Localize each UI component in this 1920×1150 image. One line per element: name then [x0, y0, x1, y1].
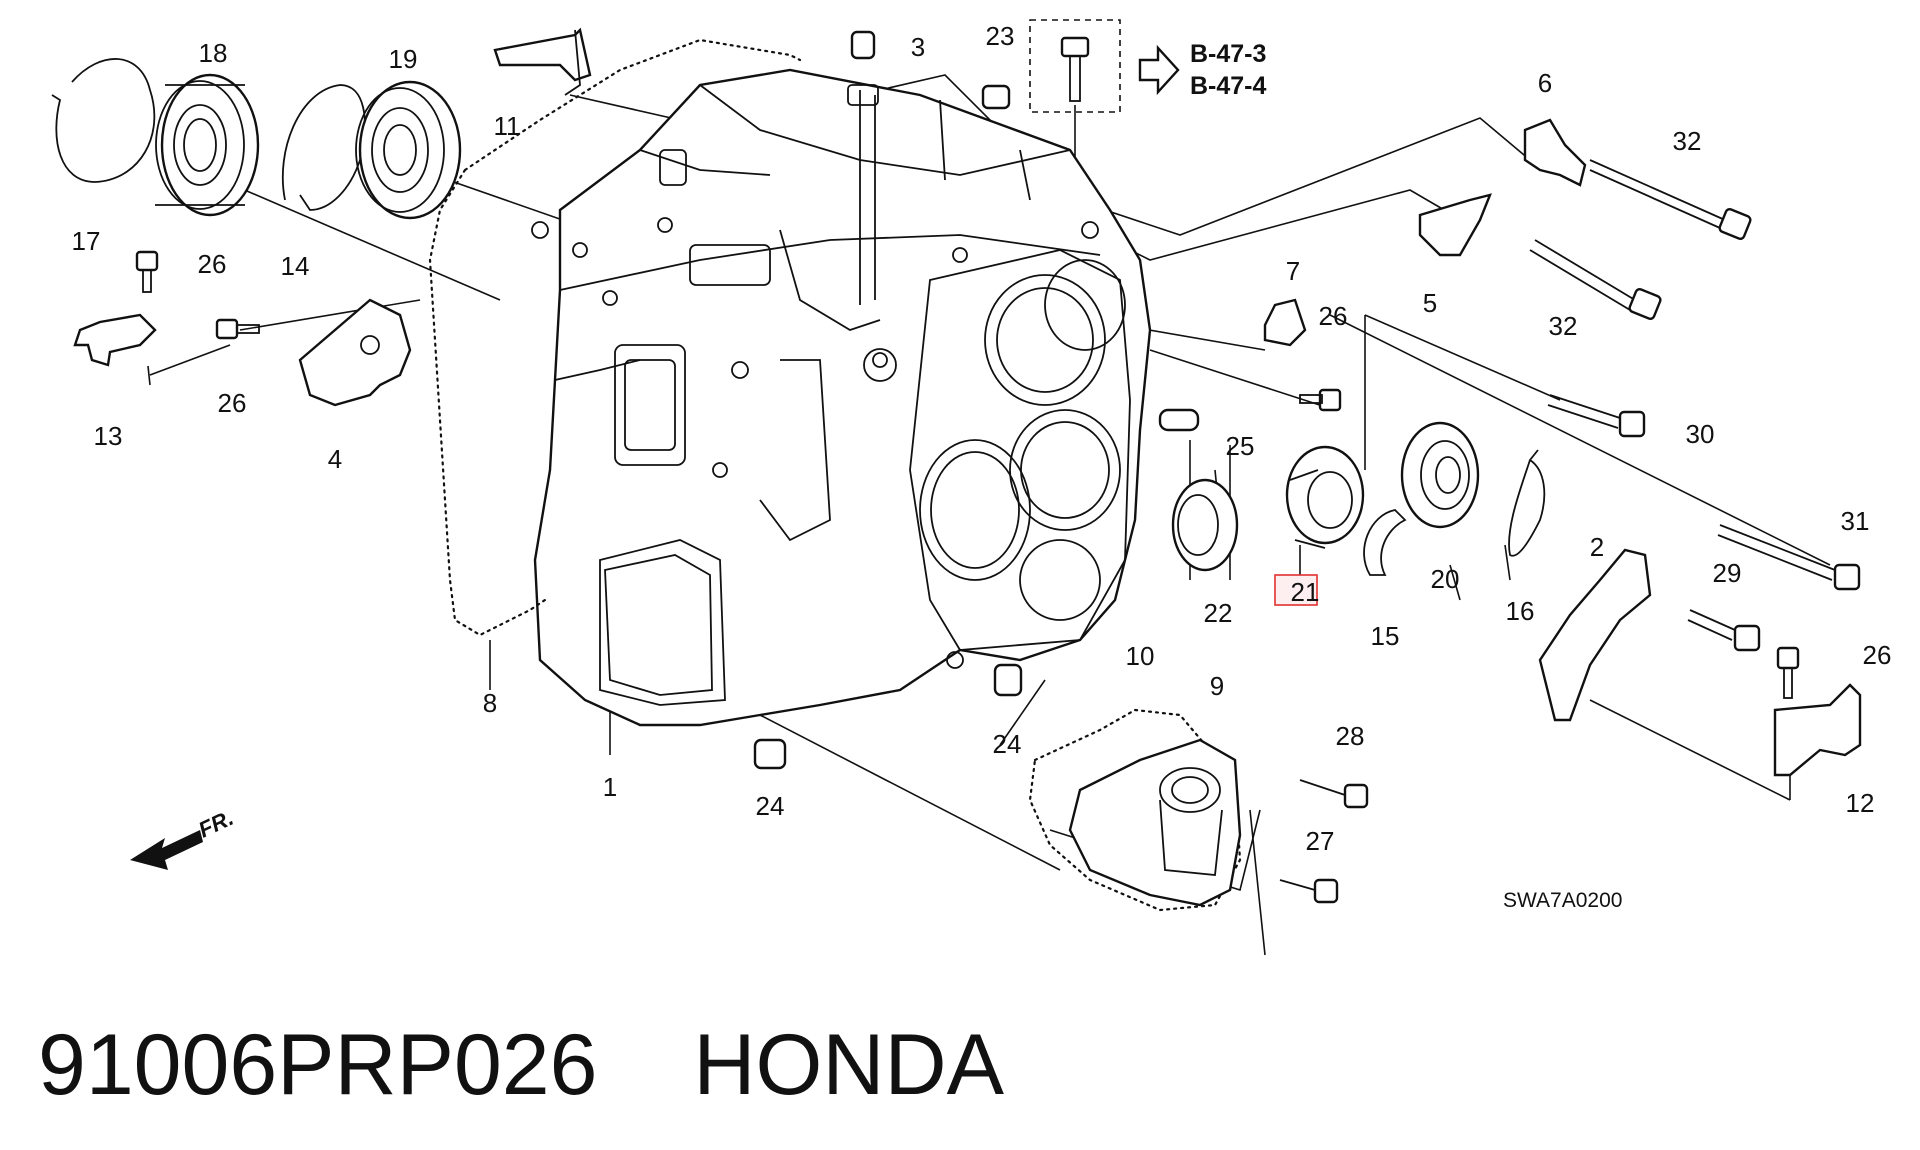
roller-bearing-19 [355, 80, 462, 220]
bolt-26a [135, 250, 159, 293]
needle-bearing-21 [1285, 445, 1365, 549]
bracket-2 [1538, 548, 1652, 722]
part-label-31: 31 [1841, 506, 1870, 536]
part-label-1: 1 [603, 772, 617, 802]
brand-name: HONDA [693, 1017, 1004, 1113]
drawing-code: SWA7A0200 [1503, 889, 1622, 912]
bracket-13 [73, 313, 157, 367]
part-caption: 91006PRP026 HONDA [38, 1005, 1898, 1125]
part-label-26b: 26 [218, 388, 247, 418]
part-label-7: 7 [1286, 256, 1300, 286]
snap-ring-16 [1508, 449, 1546, 557]
bracket-7 [1263, 298, 1307, 347]
dowel-3 [850, 30, 876, 60]
part-label-18: 18 [199, 38, 228, 68]
nut-23 [981, 84, 1011, 110]
plate-4 [298, 298, 412, 407]
transmission-case [531, 68, 1152, 727]
part-label-2: 2 [1590, 532, 1604, 562]
bolt-32b [1529, 239, 1662, 320]
bolt-32a [1589, 159, 1752, 240]
bolt-26c [1299, 388, 1342, 412]
part-label-32b: 32 [1549, 311, 1578, 341]
part-number: 91006PRP026 [38, 1017, 598, 1113]
cover-9 [1068, 738, 1242, 907]
part-label-3: 3 [911, 32, 925, 62]
gasket [428, 38, 802, 637]
exploded-parts-diagram: B-47-3 B-47-4 [51, 19, 1892, 956]
bolt-31 [1717, 524, 1861, 591]
part-label-25: 25 [1226, 431, 1255, 461]
part-label-22: 22 [1204, 598, 1233, 628]
part-label-4: 4 [328, 444, 342, 474]
part-label-23: 23 [986, 21, 1015, 51]
bolt-26b [215, 318, 260, 340]
part-label-26a: 26 [198, 249, 227, 279]
dowel-24b [753, 738, 787, 770]
bolt-27 [1279, 878, 1339, 904]
ball-bearing-20 [1400, 421, 1480, 529]
reference-b-47-4: B-47-4 [1190, 72, 1267, 100]
reference-callout [1029, 19, 1180, 113]
part-label-26c: 26 [1319, 301, 1348, 331]
part-label-6: 6 [1538, 68, 1552, 98]
bolt-28 [1299, 779, 1369, 809]
part-label-27: 27 [1306, 826, 1335, 856]
front-arrow-icon [130, 830, 203, 870]
reference-b-47-3: B-47-3 [1190, 40, 1266, 68]
ball-bearing-18 [155, 73, 260, 217]
part-label-15: 15 [1371, 621, 1400, 651]
part-label-11: 11 [494, 111, 521, 141]
bolt-29 [1687, 609, 1761, 652]
oil-seal-22 [1171, 478, 1239, 572]
part-label-5: 5 [1423, 288, 1437, 318]
part-label-24b: 24 [756, 791, 785, 821]
part-label-17: 17 [72, 226, 101, 256]
highlight-box-21 [1274, 574, 1318, 606]
snap-ring-14 [281, 84, 366, 211]
part-label-12: 12 [1846, 788, 1875, 818]
part-label-30: 30 [1686, 419, 1715, 449]
part-label-32a: 32 [1673, 126, 1702, 156]
bolt-30 [1547, 394, 1646, 438]
dowel-25 [1158, 408, 1200, 432]
part-label-20: 20 [1431, 564, 1460, 594]
part-label-9: 9 [1210, 671, 1224, 701]
bracket-5 [1418, 193, 1492, 257]
bolt-26d [1776, 646, 1800, 699]
part-label-29: 29 [1713, 558, 1742, 588]
snap-ring-17 [51, 58, 156, 183]
part-label-8: 8 [483, 688, 497, 718]
part-label-10: 10 [1126, 641, 1155, 671]
part-label-24a: 24 [993, 729, 1022, 759]
bracket-6 [1523, 118, 1587, 187]
gasket-10 [1028, 708, 1242, 912]
part-label-28: 28 [1336, 721, 1365, 751]
bracket-12 [1773, 683, 1862, 777]
part-label-21: 21 [1291, 577, 1320, 607]
part-label-16: 16 [1506, 596, 1535, 626]
part-label-13: 13 [94, 421, 123, 451]
snap-ring-15 [1363, 509, 1407, 576]
part-label-19: 19 [389, 44, 418, 74]
part-label-14: 14 [281, 251, 310, 281]
dowel-24a [993, 663, 1023, 697]
part-label-26d: 26 [1863, 640, 1892, 670]
